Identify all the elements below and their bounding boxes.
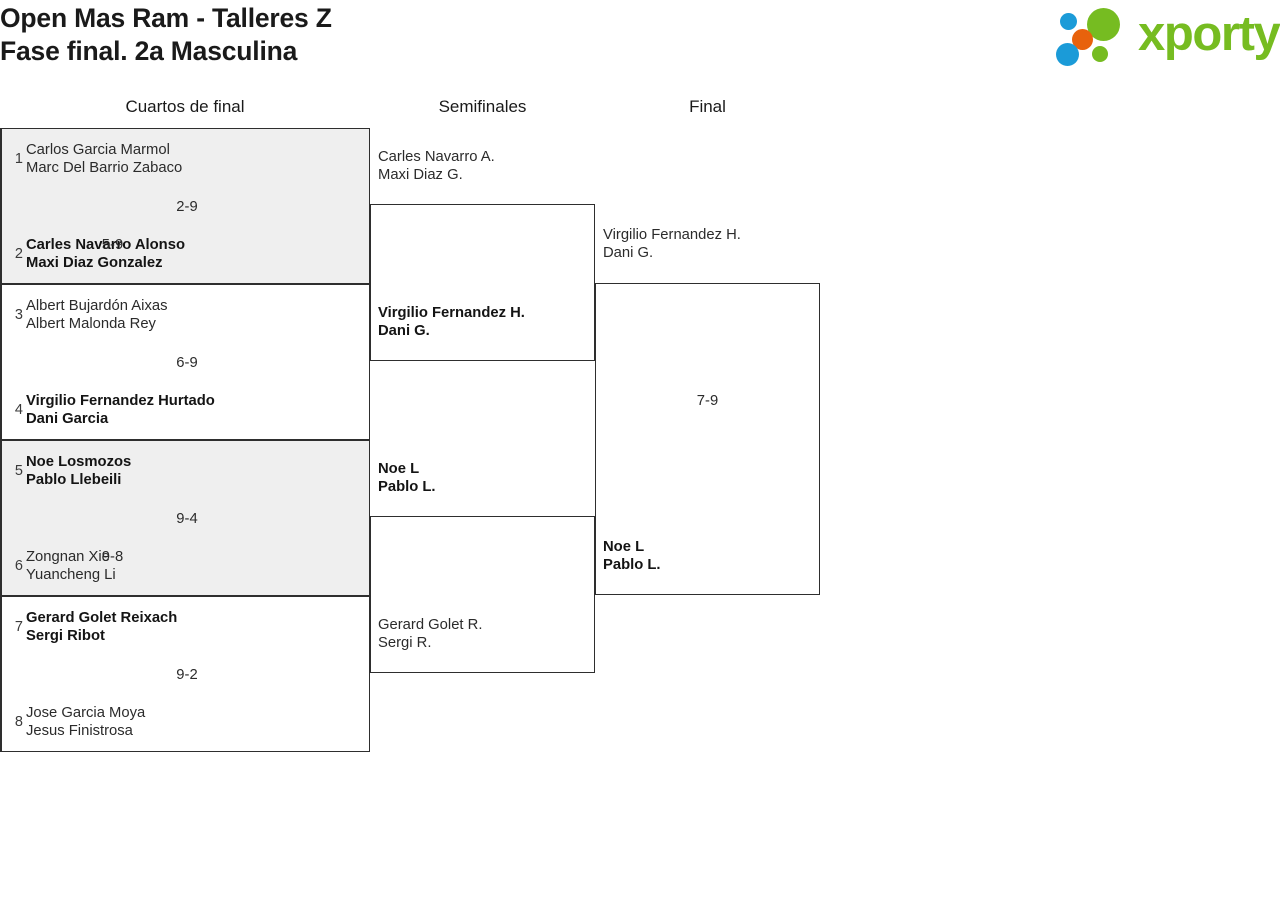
round-header-final: Final <box>689 97 726 116</box>
round-header-quarterfinals: Cuartos de final <box>125 97 245 116</box>
player-name-2: Maxi Diaz G. <box>378 167 463 183</box>
match-quarterfinal-1[interactable]: 1 Carlos Garcia Marmol Marc Del Barrio Z… <box>0 128 370 284</box>
match-score: 6-9 <box>176 355 198 371</box>
match-score: 9-8 <box>101 549 124 565</box>
title-line-1: Open Mas Ram - Talleres Z <box>0 3 332 33</box>
participant-names: Carles Navarro Alonso Maxi Diaz Gonzalez <box>26 236 369 272</box>
match-participant-bottom[interactable]: 8 Jose Garcia Moya Jesus Finistrosa <box>2 699 369 745</box>
match-semifinal-1[interactable] <box>370 204 595 361</box>
match-score: 9-4 <box>176 511 198 527</box>
player-name-1: Noe L <box>378 461 420 477</box>
player-name-2: Yuancheng Li <box>26 567 116 583</box>
player-name-1: Noe Losmozos <box>26 454 132 470</box>
match-quarterfinal-3[interactable]: 5 Noe Losmozos Pablo Llebeili 9-4 6 Zong… <box>0 440 370 596</box>
logo-dots-icon <box>1056 7 1142 67</box>
match-participant-bottom[interactable]: 2 Carles Navarro Alonso Maxi Diaz Gonzal… <box>2 231 369 277</box>
xporty-logo[interactable]: xporty <box>1050 7 1280 67</box>
player-name-2: Dani G. <box>603 245 654 261</box>
participant-names: Albert Bujardón Aixas Albert Malonda Rey <box>26 297 369 333</box>
semifinal-1-participant-top[interactable]: Carles Navarro A. Maxi Diaz G. <box>378 148 495 184</box>
player-name-2: Pablo L. <box>378 479 436 495</box>
match-score: 7-9 <box>696 393 719 409</box>
player-name-2: Maxi Diaz Gonzalez <box>26 255 163 271</box>
player-name-1: Virgilio Fernandez H. <box>378 305 525 321</box>
match-score: 9-2 <box>176 667 198 683</box>
participant-names: Zongnan Xie Yuancheng Li <box>26 548 369 584</box>
player-name-2: Sergi R. <box>378 635 432 651</box>
logo-wordmark: xporty <box>1138 7 1280 61</box>
player-name-2: Albert Malonda Rey <box>26 316 156 332</box>
player-name-1: Carles Navarro A. <box>378 149 495 165</box>
player-name-2: Dani G. <box>378 323 430 339</box>
semifinal-1-participant-bottom[interactable]: Virgilio Fernandez H. Dani G. <box>378 304 525 340</box>
player-name-2: Jesus Finistrosa <box>26 723 133 739</box>
seed-number: 2 <box>14 246 23 262</box>
seed-number: 8 <box>14 714 23 730</box>
seed-number: 6 <box>14 558 23 574</box>
seed-number: 5 <box>14 463 23 479</box>
seed-number: 3 <box>14 307 23 323</box>
participant-names: Noe Losmozos Pablo Llebeili <box>26 453 369 489</box>
final-participant-top[interactable]: Virgilio Fernandez H. Dani G. <box>603 226 741 262</box>
player-name-1: Gerard Golet R. <box>378 617 483 633</box>
match-participant-top[interactable]: 5 Noe Losmozos Pablo Llebeili <box>2 448 369 494</box>
match-final[interactable] <box>595 283 820 595</box>
player-name-1: Carles Navarro Alonso <box>26 237 185 253</box>
match-participant-top[interactable]: 3 Albert Bujardón Aixas Albert Malonda R… <box>2 292 369 338</box>
player-name-1: Carlos Garcia Marmol <box>26 142 170 158</box>
player-name-1: Zongnan Xie <box>26 549 110 565</box>
participant-names: Jose Garcia Moya Jesus Finistrosa <box>26 704 369 740</box>
match-semifinal-2[interactable] <box>370 516 595 673</box>
player-name-2: Sergi Ribot <box>26 628 105 644</box>
participant-names: Virgilio Fernandez Hurtado Dani Garcia <box>26 392 369 428</box>
seed-number: 4 <box>14 402 23 418</box>
player-name-2: Marc Del Barrio Zabaco <box>26 160 183 176</box>
match-score: 2-9 <box>176 199 198 215</box>
title-line-2: Fase final. 2a Masculina <box>0 36 298 66</box>
seed-number: 7 <box>14 619 23 635</box>
player-name-1: Gerard Golet Reixach <box>26 610 178 626</box>
player-name-2: Pablo Llebeili <box>26 472 122 488</box>
round-header-semifinals: Semifinales <box>438 97 527 116</box>
player-name-2: Dani Garcia <box>26 411 109 427</box>
player-name-1: Virgilio Fernandez H. <box>603 227 741 243</box>
page-title: Open Mas Ram - Talleres Z Fase final. 2a… <box>0 2 800 68</box>
semifinal-2-participant-top[interactable]: Noe L Pablo L. <box>378 460 436 496</box>
player-name-1: Virgilio Fernandez Hurtado <box>26 393 215 409</box>
semifinal-2-participant-bottom[interactable]: Gerard Golet R. Sergi R. <box>378 616 482 652</box>
participant-names: Carlos Garcia Marmol Marc Del Barrio Zab… <box>26 141 369 177</box>
participant-names: Gerard Golet Reixach Sergi Ribot <box>26 609 369 645</box>
match-participant-bottom[interactable]: 4 Virgilio Fernandez Hurtado Dani Garcia <box>2 387 369 433</box>
player-name-1: Noe L <box>603 539 645 555</box>
player-name-1: Albert Bujardón Aixas <box>26 298 168 314</box>
player-name-2: Pablo L. <box>603 557 661 573</box>
final-participant-bottom[interactable]: Noe L Pablo L. <box>603 538 661 574</box>
match-quarterfinal-4[interactable]: 7 Gerard Golet Reixach Sergi Ribot 9-2 8… <box>0 596 370 752</box>
match-participant-top[interactable]: 1 Carlos Garcia Marmol Marc Del Barrio Z… <box>2 136 369 182</box>
match-participant-top[interactable]: 7 Gerard Golet Reixach Sergi Ribot <box>2 604 369 650</box>
player-name-1: Jose Garcia Moya <box>26 705 146 721</box>
seed-number: 1 <box>14 151 23 167</box>
match-quarterfinal-2[interactable]: 3 Albert Bujardón Aixas Albert Malonda R… <box>0 284 370 440</box>
match-score: 5-9 <box>101 237 124 253</box>
match-participant-bottom[interactable]: 6 Zongnan Xie Yuancheng Li <box>2 543 369 589</box>
